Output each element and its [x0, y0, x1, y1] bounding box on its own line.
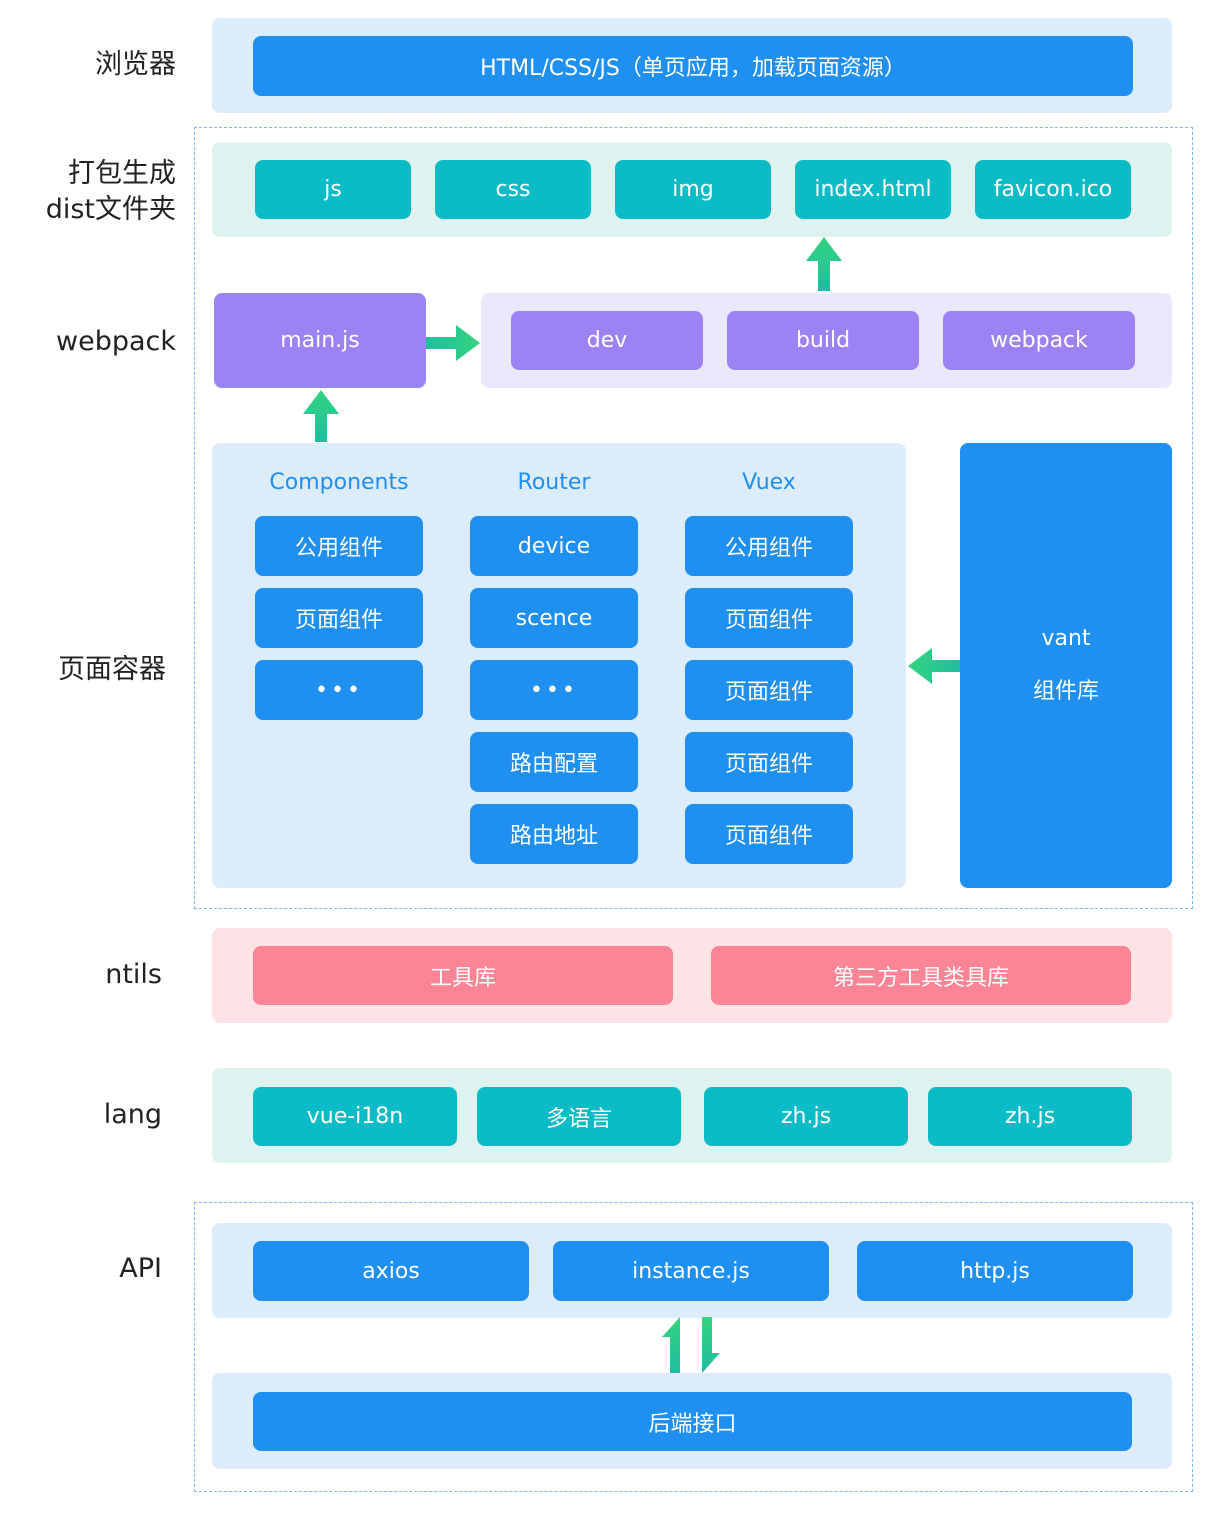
row-label-page-container: 页面容器 — [58, 654, 166, 685]
api-item: axios — [253, 1241, 529, 1301]
vant-box: vant 组件库 — [960, 443, 1172, 888]
lang-item: zh.js — [704, 1087, 908, 1146]
arrow-up-icon — [806, 237, 842, 291]
vant-subtitle: 组件库 — [1032, 679, 1099, 704]
components-item-more: ••• — [255, 660, 423, 720]
row-label-browser: 浏览器 — [95, 49, 176, 80]
vant-title: vant — [1041, 626, 1091, 651]
router-item: scence — [470, 588, 638, 648]
router-item: 路由配置 — [470, 732, 638, 792]
row-label-webpack: webpack — [56, 326, 176, 357]
row-label-api: API — [119, 1253, 162, 1284]
vuex-item: 页面组件 — [685, 732, 853, 792]
dist-item-js: js — [255, 160, 411, 219]
router-item: device — [470, 516, 638, 576]
row-label-lang: lang — [103, 1099, 162, 1130]
utils-item: 工具库 — [253, 946, 673, 1005]
components-item: 公用组件 — [255, 516, 423, 576]
column-header-components: Components — [269, 470, 409, 495]
dist-item-img: img — [615, 160, 771, 219]
lang-item: zh.js — [928, 1087, 1132, 1146]
column-header-router: Router — [517, 470, 591, 495]
bidirectional-arrow-icon — [662, 1317, 720, 1373]
dist-item-css: css — [435, 160, 591, 219]
vuex-item: 页面组件 — [685, 660, 853, 720]
router-item-more: ••• — [470, 660, 638, 720]
row-label-dist-line1: 打包生成 — [68, 158, 176, 189]
main-js-box: main.js — [214, 293, 426, 388]
webpack-item-build: build — [727, 311, 919, 370]
arrow-left-icon — [908, 648, 962, 684]
api-group-frame — [194, 1202, 1193, 1492]
utils-item: 第三方工具类具库 — [711, 946, 1131, 1005]
api-item: instance.js — [553, 1241, 829, 1301]
webpack-item-webpack: webpack — [943, 311, 1135, 370]
dist-item-index-html: index.html — [795, 160, 951, 219]
backend-api-box: 后端接口 — [253, 1392, 1132, 1451]
dist-item-favicon: favicon.ico — [975, 160, 1131, 219]
lang-item: vue-i18n — [253, 1087, 457, 1146]
vuex-item: 页面组件 — [685, 804, 853, 864]
webpack-item-dev: dev — [511, 311, 703, 370]
arrow-right-icon — [426, 325, 480, 361]
column-header-vuex: Vuex — [742, 470, 796, 495]
components-item: 页面组件 — [255, 588, 423, 648]
app-group-frame — [194, 127, 1193, 909]
browser-box: HTML/CSS/JS（单页应用，加载页面资源） — [253, 36, 1133, 96]
row-label-dist-line2: dist文件夹 — [45, 194, 176, 225]
router-item: 路由地址 — [470, 804, 638, 864]
lang-item: 多语言 — [477, 1087, 681, 1146]
row-label-utils: ntils — [105, 959, 162, 990]
arrow-up-icon — [303, 390, 339, 442]
vuex-item: 页面组件 — [685, 588, 853, 648]
api-item: http.js — [857, 1241, 1133, 1301]
vuex-item: 公用组件 — [685, 516, 853, 576]
